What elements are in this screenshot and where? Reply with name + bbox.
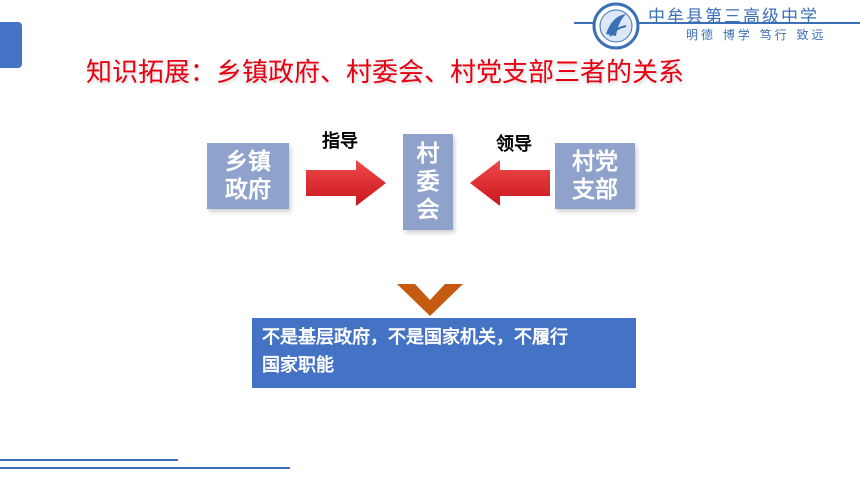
township-government-box: 乡镇 政府 [207, 143, 289, 209]
page-title: 知识拓展：乡镇政府、村委会、村党支部三者的关系 [86, 58, 685, 88]
school-motto: 明德 博学 笃行 致远 [686, 28, 827, 42]
committee-char-3: 会 [416, 197, 440, 223]
footer-line [0, 459, 178, 461]
footer-line [0, 467, 290, 469]
party-line-1: 村党 [572, 149, 618, 175]
village-committee-box: 村 委 会 [403, 134, 453, 230]
township-line-1: 乡镇 [225, 149, 271, 175]
guide-label: 指导 [322, 131, 358, 152]
lead-label: 领导 [496, 134, 532, 155]
committee-char-2: 委 [416, 169, 440, 195]
school-logo-icon [592, 2, 640, 50]
conclusion-line-2: 国家职能 [262, 355, 334, 376]
conclusion-line-1: 不是基层政府，不是国家机关，不履行 [262, 327, 568, 348]
conclusion-box: 不是基层政府，不是国家机关，不履行 国家职能 [252, 318, 636, 388]
party-line-2: 支部 [572, 177, 618, 203]
committee-char-1: 村 [416, 141, 440, 167]
township-line-2: 政府 [225, 177, 271, 203]
village-party-branch-box: 村党 支部 [555, 143, 635, 209]
left-accent-tab [0, 22, 22, 68]
school-name: 中牟县第三高级中学 [648, 7, 819, 27]
arrow-right-icon [306, 160, 386, 206]
chevron-down-icon [397, 284, 463, 316]
arrow-left-icon [470, 160, 550, 206]
header-line [574, 22, 860, 24]
